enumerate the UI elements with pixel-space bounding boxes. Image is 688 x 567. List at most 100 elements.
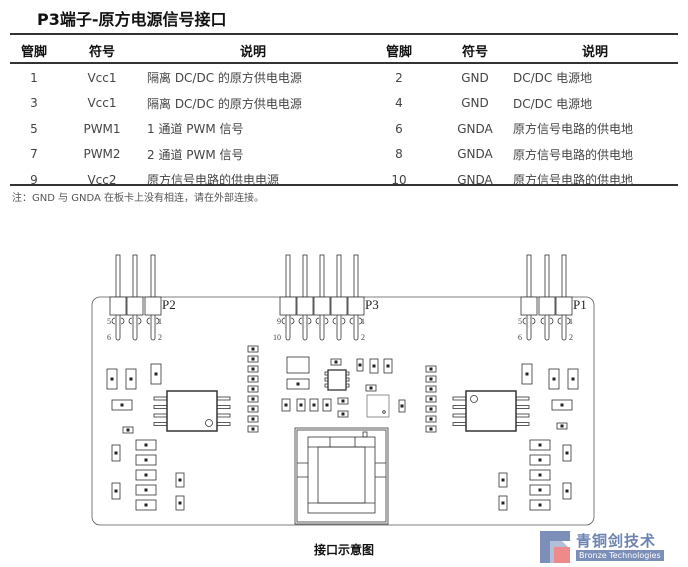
pin-symbol: GND — [461, 96, 489, 111]
ic-lead — [153, 396, 168, 401]
ic-lead — [345, 377, 350, 382]
pin-housing — [296, 296, 314, 316]
pin-number-label: 5 — [518, 317, 522, 326]
pin-lead — [544, 315, 550, 341]
ic-lead — [452, 396, 467, 401]
component-pad — [120, 403, 124, 407]
pin-number-label: 6 — [107, 333, 111, 342]
component-pad — [538, 458, 542, 462]
pin-number: 10 — [391, 172, 407, 187]
component-pad — [341, 399, 345, 403]
component-pad — [251, 427, 255, 431]
pin-hole — [128, 317, 142, 325]
transformer — [294, 427, 389, 525]
component-pad — [251, 397, 255, 401]
component-pad — [429, 427, 433, 431]
component-pad — [144, 473, 148, 477]
note: 注：GND 与 GNDA 在板卡上没有相连，请在外部连接。 — [12, 193, 265, 204]
connector-pin — [544, 254, 550, 298]
pin-housing — [555, 296, 573, 316]
pin-housing — [330, 296, 348, 316]
connector-label: P3 — [365, 297, 379, 312]
pin-hole — [281, 317, 295, 325]
table-header-row: 管脚 符号 说明 管脚 符号 说明 — [10, 36, 678, 65]
ic-lead — [216, 422, 231, 426]
pin-hole — [146, 317, 160, 325]
component-pad — [251, 357, 255, 361]
component-pad — [154, 372, 158, 376]
pin-lead — [132, 315, 138, 341]
ic-lead — [216, 405, 231, 409]
pin-hole — [557, 317, 571, 325]
pin-description: DC/DC 电源地 — [513, 96, 593, 111]
component-pad — [538, 443, 542, 447]
component-pad — [251, 387, 255, 391]
connector-pin — [526, 254, 532, 298]
component-pad — [429, 397, 433, 401]
pin-symbol: GNDA — [457, 121, 493, 136]
ic-chip — [465, 390, 517, 432]
ic-chip — [166, 390, 218, 432]
pin-number-label: 5 — [107, 317, 111, 326]
component-pad — [429, 377, 433, 381]
pin-lead — [561, 315, 567, 341]
pin-housing — [538, 296, 556, 316]
component-pad — [369, 386, 373, 390]
component-pad — [114, 451, 118, 455]
pin-lead — [336, 315, 342, 341]
component-pad — [501, 478, 505, 482]
pin-hole — [111, 317, 125, 325]
pin-symbol: Vcc1 — [87, 96, 117, 111]
ic-lead — [216, 396, 231, 401]
pin-number: 9 — [30, 172, 38, 187]
pin-housing — [144, 296, 162, 316]
ic-lead — [515, 413, 530, 418]
component-pad — [358, 363, 362, 367]
component-pad — [296, 382, 300, 386]
component-pad — [144, 443, 148, 447]
pin-number: 3 — [30, 96, 38, 111]
logo-text-cn: 青铜剑技术 — [576, 532, 657, 550]
pin-lead — [353, 315, 359, 341]
component-pad — [565, 451, 569, 455]
ic-lead — [345, 371, 350, 376]
component-pad — [571, 377, 575, 381]
header-symbol: 符号 — [88, 45, 115, 60]
transformer-tab — [362, 431, 368, 438]
component-pad — [538, 503, 542, 507]
pin-symbol: GNDA — [457, 147, 493, 162]
component-pad — [312, 403, 316, 407]
pin-symbol: GNDA — [457, 172, 493, 187]
component-pad — [565, 489, 569, 493]
connector-pin — [561, 254, 567, 298]
header-desc: 说明 — [581, 45, 608, 60]
connector-label: P2 — [162, 297, 176, 312]
component-pad — [251, 417, 255, 421]
header-desc: 说明 — [239, 45, 266, 60]
pin-description: 隔离 DC/DC 的原方供电电源 — [147, 96, 302, 111]
ic-lead — [452, 413, 467, 418]
ic-lead — [324, 383, 329, 388]
ic-lead — [452, 422, 467, 426]
table-bottom-rule — [10, 184, 678, 186]
component-pad — [144, 458, 148, 462]
logo-mark-icon — [540, 531, 570, 563]
connector-pin — [353, 254, 359, 298]
pin-hole — [522, 317, 536, 325]
connector-pin — [132, 254, 138, 298]
component-pad — [251, 347, 255, 351]
ic-lead — [345, 383, 350, 388]
ic-lead — [153, 422, 168, 426]
connector-pin — [115, 254, 121, 298]
component-pad — [110, 377, 114, 381]
ic-lead — [324, 371, 329, 376]
connector-pin — [302, 254, 308, 298]
component-pad — [251, 407, 255, 411]
pin-lead — [285, 315, 291, 341]
